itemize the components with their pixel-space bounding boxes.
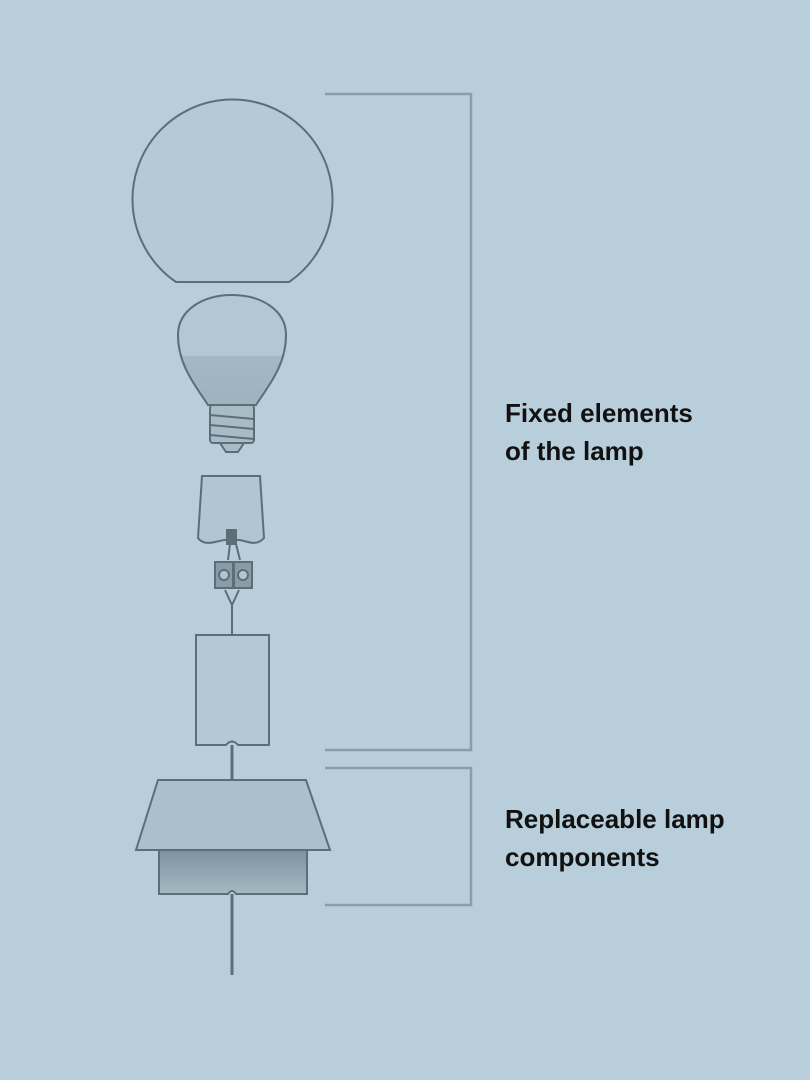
- label-line: of the lamp: [505, 436, 644, 466]
- label-replaceable-components: Replaceable lamp components: [505, 800, 725, 876]
- led-bulb: [176, 293, 288, 406]
- label-line: Fixed elements: [505, 398, 693, 428]
- label-line: components: [505, 842, 660, 872]
- bracket-fixed: [325, 92, 473, 752]
- socket-terminal: [226, 529, 237, 545]
- lamp-socket: [196, 475, 266, 544]
- lamp-base-shade: [134, 779, 332, 851]
- label-fixed-elements: Fixed elements of the lamp: [505, 394, 693, 470]
- driver-box: [195, 634, 270, 746]
- label-line: Replaceable lamp: [505, 804, 725, 834]
- globe-shade: [131, 98, 334, 283]
- terminal-block: [214, 561, 253, 589]
- bracket-replaceable: [325, 766, 473, 907]
- bulb-screw-base: [209, 404, 255, 453]
- lamp-base-cylinder: [158, 849, 308, 895]
- wire: [224, 543, 241, 635]
